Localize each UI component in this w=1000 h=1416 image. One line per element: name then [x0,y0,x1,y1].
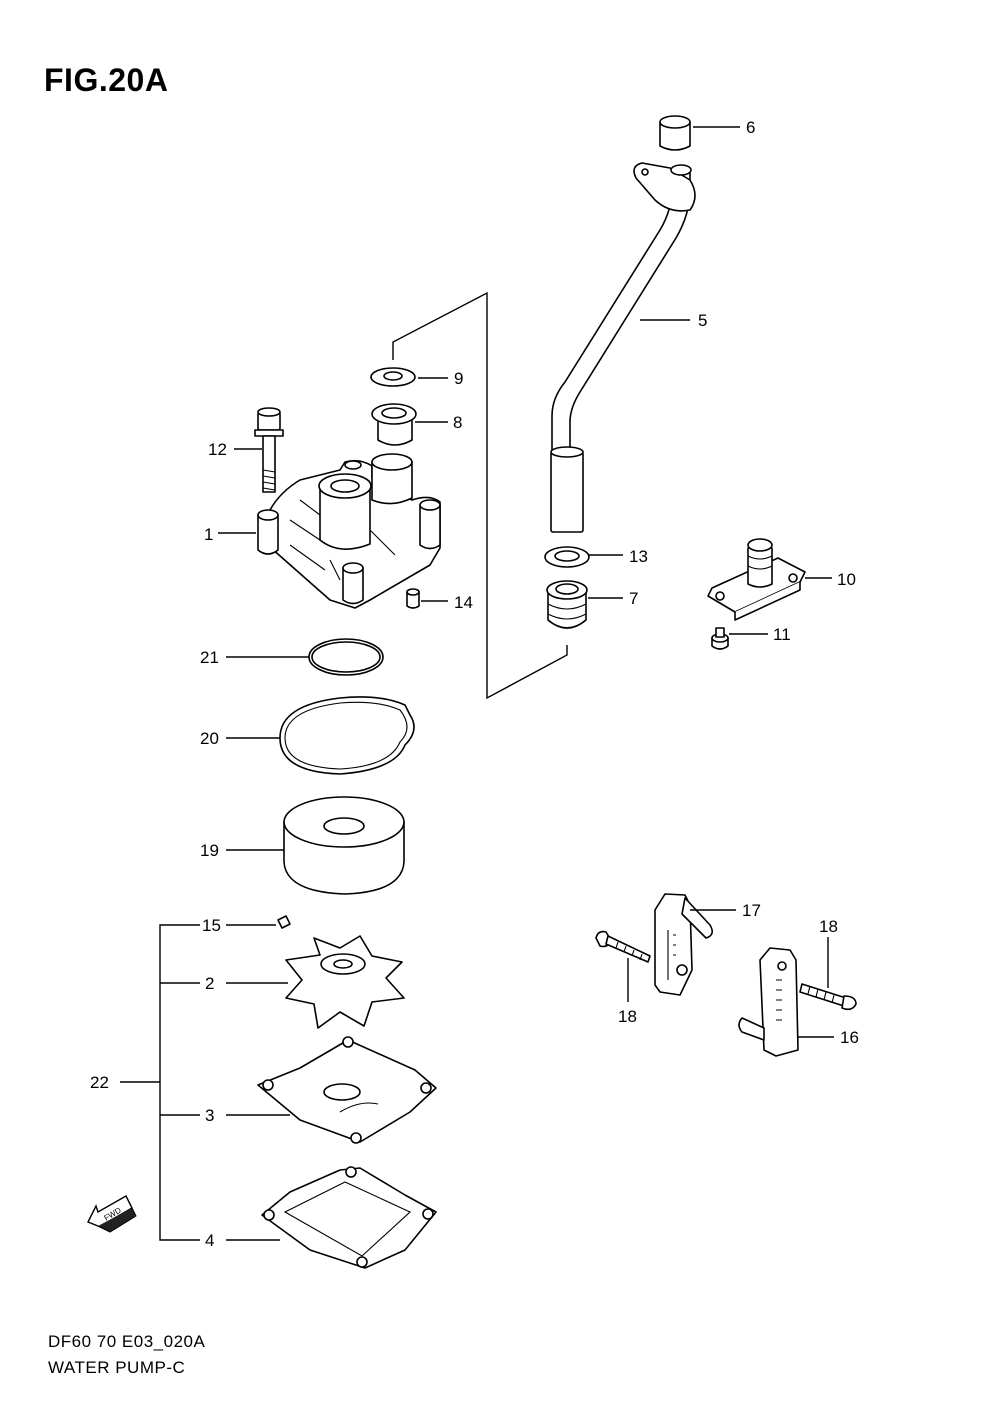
part-9-washer[interactable] [370,367,416,387]
callout-11: 11 [773,625,791,644]
part-15-key[interactable] [277,915,291,929]
callout-20: 20 [200,729,219,748]
group-bracket-kit-22 [120,924,200,1241]
part-1-pump-case[interactable] [257,453,441,609]
part-18-screw-left[interactable] [595,930,651,963]
part-5-water-tube[interactable] [550,162,696,533]
callout-14: 14 [454,593,473,612]
callout-9: 9 [454,369,463,388]
callout-15: 15 [202,916,221,935]
callout-7: 7 [629,589,638,608]
callout-18-right: 18 [819,917,838,936]
part-3-wear-plate[interactable] [257,1036,437,1144]
callout-12: 12 [208,440,227,459]
callout-18-left: 18 [618,1007,637,1026]
part-18-screw-right[interactable] [799,983,857,1011]
part-19-liner[interactable] [283,796,405,895]
part-2-impeller[interactable] [285,935,405,1029]
callout-22: 22 [90,1073,109,1092]
callout-19: 19 [200,841,219,860]
callout-1: 1 [204,525,213,544]
part-21-o-ring[interactable] [308,638,384,676]
diagram-code: DF60 70 E03_020A [48,1332,206,1351]
callout-3: 3 [205,1106,214,1125]
part-8-grommet[interactable] [371,403,417,446]
part-7-grommet[interactable] [546,580,588,629]
callout-4: 4 [205,1231,214,1250]
callout-21: 21 [200,648,219,667]
callout-10: 10 [837,570,856,589]
leader-lines [218,126,834,1241]
callout-2: 2 [205,974,214,993]
part-16-bracket[interactable] [738,947,799,1057]
part-13-seal-ring[interactable] [544,546,590,568]
callout-6: 6 [746,118,755,137]
part-14-dowel-pin[interactable] [406,588,420,609]
callout-8: 8 [453,413,462,432]
callout-13: 13 [629,547,648,566]
part-17-bracket[interactable] [654,893,714,996]
fwd-arrow-icon: FWD [87,1195,137,1233]
part-11-screw[interactable] [711,627,729,650]
group-bracket-upper [392,291,568,700]
callout-16: 16 [840,1028,859,1047]
callout-5: 5 [698,311,707,330]
callout-17: 17 [742,901,761,920]
part-10-outlet-fitting[interactable] [707,538,806,621]
part-4-gasket[interactable] [261,1166,437,1269]
figure-title: FIG.20A [44,62,169,98]
part-12-bolt[interactable] [254,407,284,493]
part-20-gasket[interactable] [279,696,415,775]
part-6-cap[interactable] [659,115,691,151]
callout-labels: 6 5 9 8 12 1 14 13 7 10 11 21 20 19 15 2… [90,118,859,1250]
diagram-name: WATER PUMP-C [48,1358,186,1377]
